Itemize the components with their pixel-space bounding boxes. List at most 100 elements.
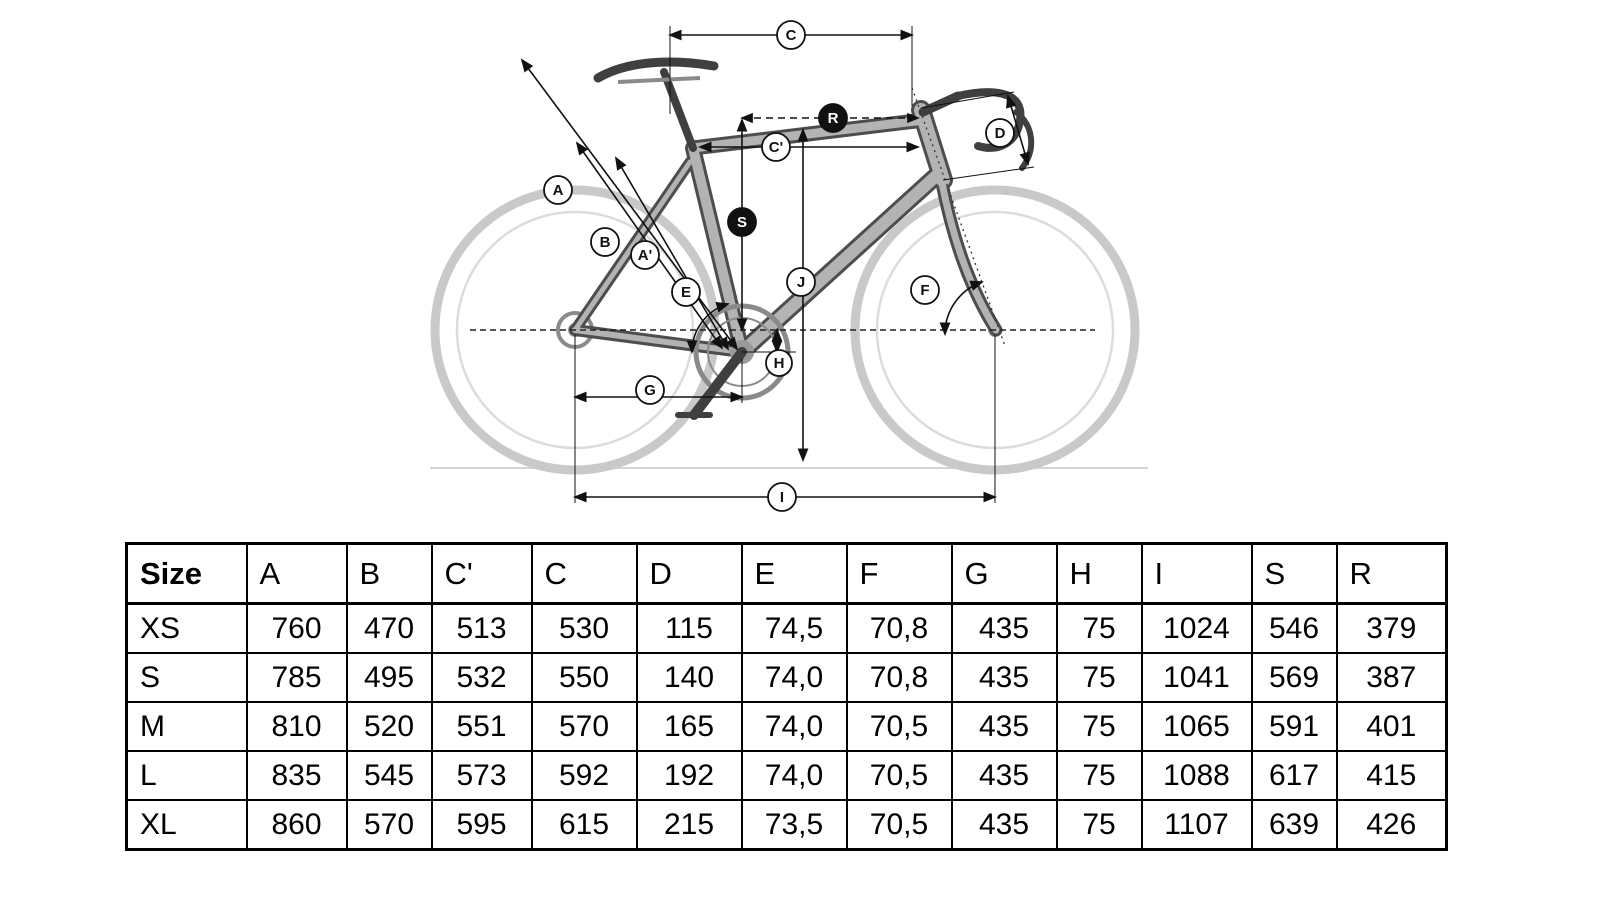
col-header-1: A <box>245 542 348 605</box>
value-cell: 513 <box>430 602 533 654</box>
value-cell: 1088 <box>1140 750 1253 801</box>
col-header-6: E <box>740 542 848 605</box>
label-E: E <box>681 284 691 301</box>
value-cell: 435 <box>950 602 1058 654</box>
value-cell: 379 <box>1335 602 1448 654</box>
label-F: F <box>920 282 929 299</box>
value-cell: 415 <box>1335 750 1448 801</box>
col-header-2: B <box>345 542 433 605</box>
value-cell: 435 <box>950 750 1058 801</box>
value-cell: 70,8 <box>845 602 953 654</box>
value-cell: 73,5 <box>740 799 848 851</box>
label-C-prime: C' <box>769 139 783 156</box>
dim-C: C <box>667 20 915 114</box>
value-cell: 74,5 <box>740 602 848 654</box>
value-cell: 570 <box>345 799 433 851</box>
value-cell: 70,5 <box>845 750 953 801</box>
label-I: I <box>780 489 784 506</box>
value-cell: 760 <box>245 602 348 654</box>
value-cell: 74,0 <box>740 750 848 801</box>
value-cell: 387 <box>1335 652 1448 703</box>
value-cell: 435 <box>950 652 1058 703</box>
value-cell: 401 <box>1335 701 1448 752</box>
size-cell: XS <box>125 602 248 654</box>
col-header-5: D <box>635 542 743 605</box>
size-cell: S <box>125 652 248 703</box>
size-cell: XL <box>125 799 248 851</box>
value-cell: 75 <box>1055 799 1143 851</box>
col-header-7: F <box>845 542 953 605</box>
value-cell: 470 <box>345 602 433 654</box>
label-A: A <box>553 182 564 199</box>
dim-E: E <box>671 277 730 355</box>
col-header-8: G <box>950 542 1058 605</box>
value-cell: 545 <box>345 750 433 801</box>
label-C: C <box>786 27 797 44</box>
size-cell: L <box>125 750 248 801</box>
dim-F: F <box>910 275 984 337</box>
value-cell: 1107 <box>1140 799 1253 851</box>
value-cell: 835 <box>245 750 348 801</box>
stem <box>918 91 963 117</box>
value-cell: 810 <box>245 701 348 752</box>
value-cell: 495 <box>345 652 433 703</box>
label-R: R <box>828 110 839 127</box>
value-cell: 785 <box>245 652 348 703</box>
value-cell: 140 <box>635 652 743 703</box>
value-cell: 75 <box>1055 652 1143 703</box>
value-cell: 530 <box>530 602 638 654</box>
value-cell: 639 <box>1250 799 1338 851</box>
bike-geometry-diagram: C R C' S A B <box>430 20 1148 512</box>
value-cell: 165 <box>635 701 743 752</box>
value-cell: 192 <box>635 750 743 801</box>
value-cell: 70,5 <box>845 701 953 752</box>
value-cell: 1024 <box>1140 602 1253 654</box>
saddle <box>593 57 719 84</box>
value-cell: 115 <box>635 602 743 654</box>
col-header-9: H <box>1055 542 1143 605</box>
value-cell: 70,8 <box>845 652 953 703</box>
col-header-3: C' <box>430 542 533 605</box>
label-D: D <box>995 125 1006 142</box>
value-cell: 74,0 <box>740 701 848 752</box>
dim-D: D <box>920 91 1035 181</box>
col-header-11: S <box>1250 542 1338 605</box>
label-H: H <box>774 355 785 372</box>
value-cell: 532 <box>430 652 533 703</box>
label-J: J <box>797 274 805 291</box>
size-cell: M <box>125 701 248 752</box>
value-cell: 1041 <box>1140 652 1253 703</box>
dim-I: I <box>572 335 998 512</box>
value-cell: 617 <box>1250 750 1338 801</box>
value-cell: 435 <box>950 701 1058 752</box>
dim-A-prime: A' <box>614 156 730 351</box>
value-cell: 595 <box>430 799 533 851</box>
col-header-12: R <box>1335 542 1448 605</box>
seatpost <box>660 68 697 152</box>
value-cell: 75 <box>1055 602 1143 654</box>
value-cell: 70,5 <box>845 799 953 851</box>
label-B: B <box>600 234 611 251</box>
dim-J: J <box>786 127 816 463</box>
dim-R: R <box>740 103 920 133</box>
col-header-4: C <box>530 542 638 605</box>
value-cell: 546 <box>1250 602 1338 654</box>
value-cell: 569 <box>1250 652 1338 703</box>
col-header-size: Size <box>125 542 248 605</box>
value-cell: 75 <box>1055 701 1143 752</box>
value-cell: 570 <box>530 701 638 752</box>
value-cell: 550 <box>530 652 638 703</box>
value-cell: 573 <box>430 750 533 801</box>
value-cell: 591 <box>1250 701 1338 752</box>
value-cell: 615 <box>530 799 638 851</box>
label-S: S <box>737 214 747 231</box>
value-cell: 215 <box>635 799 743 851</box>
